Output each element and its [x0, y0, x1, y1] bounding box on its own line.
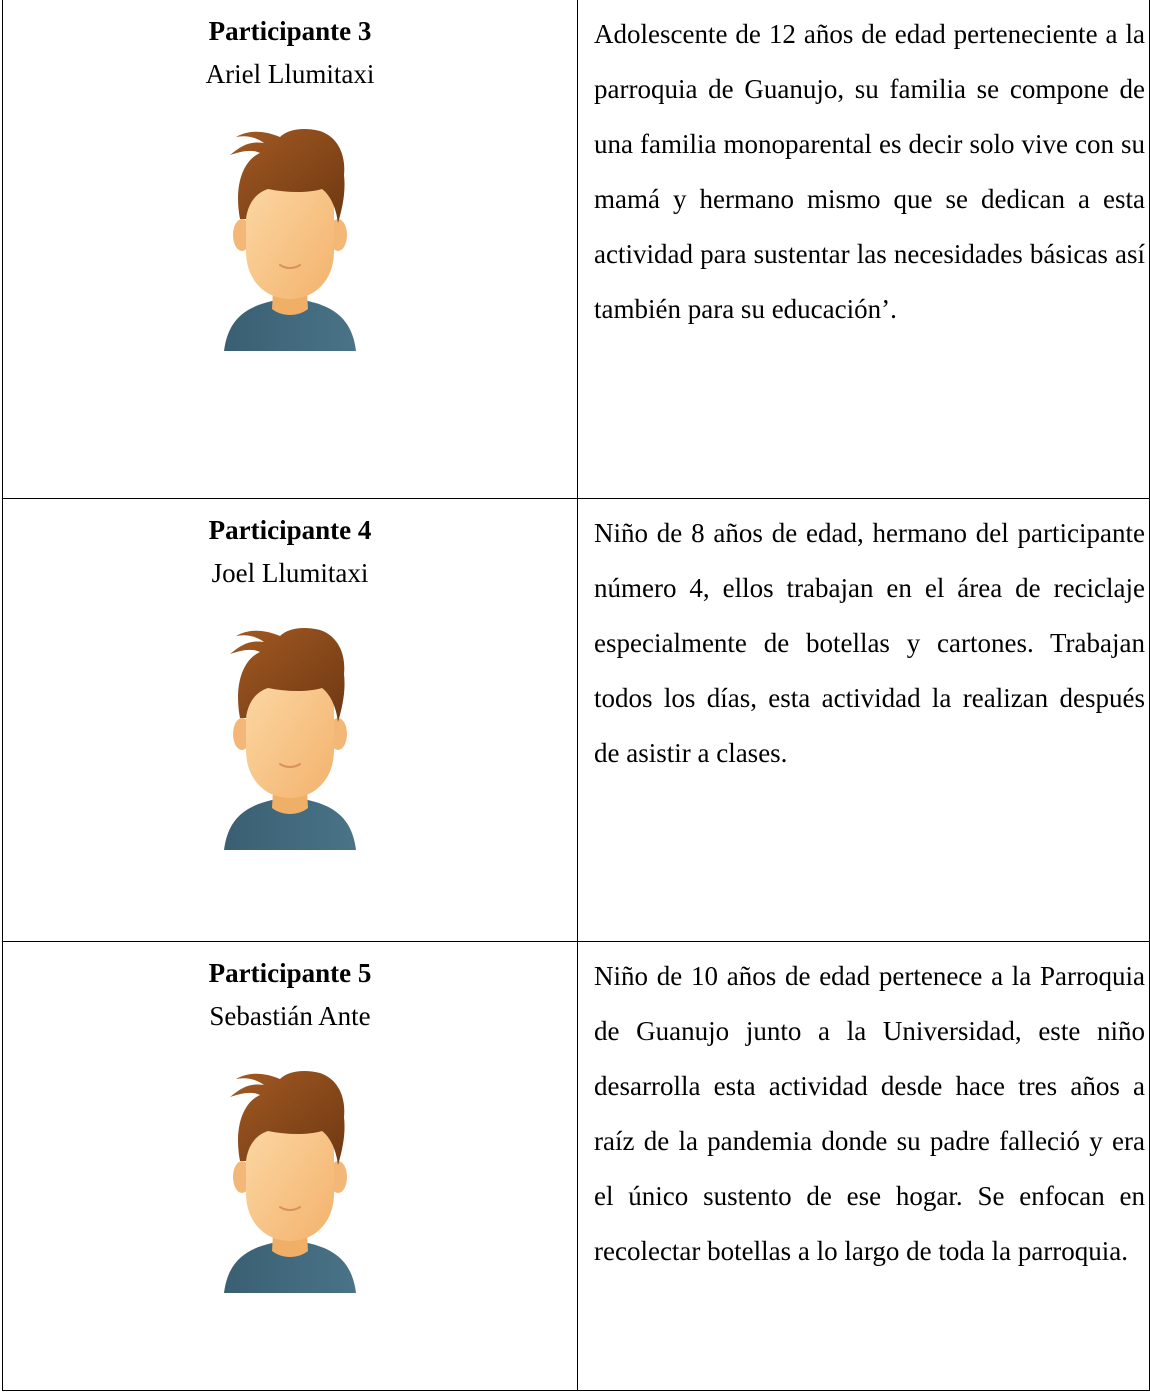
participant-description: Niño de 8 años de edad, hermano del part…: [594, 517, 1145, 768]
participant-title: Participante 3: [208, 16, 372, 46]
participant-cell: Participante 3 Ariel Llumitaxi: [2, 0, 578, 499]
participant-description: Niño de 10 años de edad pertenece a la P…: [594, 960, 1145, 1266]
table-row: Participante 4 Joel Llumitaxi Niño de 8 …: [2, 498, 1150, 942]
participant-name: Ariel Llumitaxi: [205, 59, 375, 89]
participant-cell: Participante 4 Joel Llumitaxi: [2, 498, 578, 942]
participant-name: Joel Llumitaxi: [211, 557, 369, 588]
description-cell: Niño de 8 años de edad, hermano del part…: [577, 498, 1150, 942]
male-avatar-icon: [190, 1065, 390, 1295]
description-cell: Adolescente de 12 años de edad perteneci…: [577, 0, 1150, 499]
participant-title: Participante 4: [208, 514, 372, 545]
table-row: Participante 5 Sebastián Ante Niño de 10…: [2, 941, 1150, 1391]
male-avatar-icon: [190, 123, 390, 353]
participant-title: Participante 5: [208, 957, 372, 988]
table-row: Participante 3 Ariel Llumitaxi Adolescen…: [2, 0, 1150, 499]
participant-name: Sebastián Ante: [209, 1000, 371, 1031]
participant-description: Adolescente de 12 años de edad perteneci…: [594, 19, 1145, 324]
male-avatar-icon: [190, 622, 390, 852]
participant-cell: Participante 5 Sebastián Ante: [2, 941, 578, 1391]
description-cell: Niño de 10 años de edad pertenece a la P…: [577, 941, 1150, 1391]
